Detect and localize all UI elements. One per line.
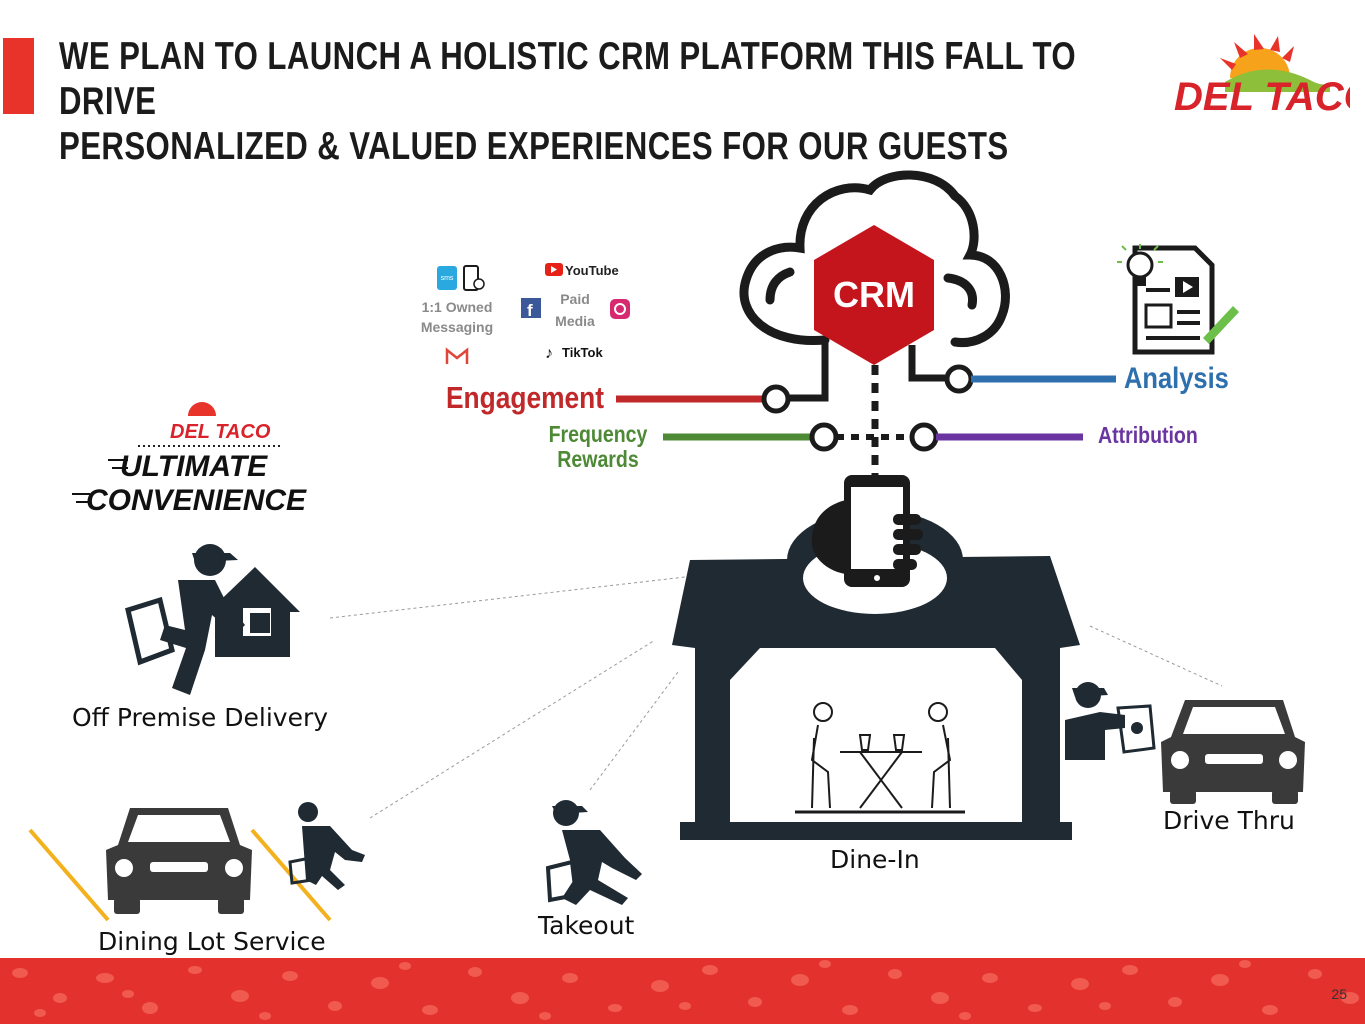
tiktok-icon: ♪ TikTok bbox=[545, 345, 603, 362]
attribution-label: Attribution bbox=[1098, 423, 1198, 449]
paid-media-label-1: Paid bbox=[560, 291, 590, 307]
analysis-label: Analysis bbox=[1124, 361, 1229, 394]
off-premise-delivery-label: Off Premise Delivery bbox=[72, 703, 328, 732]
svg-text:sms: sms bbox=[441, 275, 454, 282]
dining-lot-car-icon bbox=[28, 808, 332, 922]
svg-text:YouTube: YouTube bbox=[565, 263, 619, 278]
page-number: 25 bbox=[1331, 986, 1347, 1002]
drive-thru-label: Drive Thru bbox=[1163, 806, 1295, 835]
attribution-node bbox=[909, 422, 939, 452]
facebook-icon: f bbox=[521, 298, 541, 320]
sun-icon bbox=[1220, 34, 1330, 92]
logo-wordmark: DEL TACO bbox=[1174, 75, 1350, 119]
footer-dots bbox=[12, 960, 1359, 1020]
crm-diagram: CRM Engagement Frequency Rewards Analysi… bbox=[28, 170, 1305, 956]
frequency-label: Frequency bbox=[549, 422, 648, 448]
dine-in-label: Dine-In bbox=[830, 845, 920, 874]
footer-pattern-band bbox=[0, 958, 1365, 1024]
phone-chat-icon bbox=[463, 265, 485, 291]
instagram-icon bbox=[610, 299, 630, 319]
dining-lot-service-label: Dining Lot Service bbox=[98, 927, 326, 956]
engagement-label: Engagement bbox=[446, 381, 604, 415]
slide-title: WE PLAN TO LAUNCH A HOLISTIC CRM PLATFOR… bbox=[59, 34, 1123, 169]
drive-thru-car-icon bbox=[1161, 700, 1305, 804]
title-accent-bar bbox=[3, 38, 34, 114]
hand-phone-icon bbox=[811, 475, 923, 587]
delivery-person-house-icon bbox=[125, 544, 300, 695]
cloud-icon bbox=[739, 170, 1010, 348]
slide-title-line-2: PERSONALIZED & VALUED EXPERIENCES FOR OU… bbox=[59, 125, 1009, 168]
tagline-convenience: CONVENIENCE bbox=[86, 484, 307, 517]
crm-hub-label: CRM bbox=[833, 274, 915, 315]
analysis-node bbox=[944, 364, 974, 394]
svg-text:f: f bbox=[527, 301, 533, 320]
svg-text:TikTok: TikTok bbox=[562, 345, 603, 360]
owned-messaging-label-2: Messaging bbox=[421, 319, 493, 335]
analysis-document-icon bbox=[1132, 245, 1239, 355]
engagement-node bbox=[761, 384, 791, 414]
takeout-label: Takeout bbox=[537, 911, 635, 940]
sms-icon: sms bbox=[437, 266, 457, 290]
svg-text:♪: ♪ bbox=[545, 345, 553, 362]
running-courier-icon bbox=[288, 802, 365, 890]
cloud-connectors bbox=[790, 340, 945, 402]
paid-media-label-2: Media bbox=[555, 313, 595, 329]
ultimate-convenience-logo: DEL TACO ULTIMATE CONVENIENCE bbox=[72, 402, 307, 517]
rewards-label: Rewards bbox=[557, 447, 638, 473]
drive-thru-attendant-icon bbox=[1065, 682, 1156, 760]
youtube-icon: YouTube bbox=[545, 263, 619, 278]
dine-in-table-icon bbox=[795, 702, 965, 814]
crm-hexagon bbox=[814, 225, 934, 365]
owned-messaging-label-1: 1:1 Owned bbox=[422, 299, 493, 315]
frequency-node bbox=[809, 422, 839, 452]
small-logo-wordmark: DEL TACO bbox=[170, 421, 271, 443]
slide-title-line-1: WE PLAN TO LAUNCH A HOLISTIC CRM PLATFOR… bbox=[59, 35, 1077, 123]
lightbulb-icon bbox=[1117, 244, 1163, 286]
del-taco-logo: DEL TACO bbox=[1174, 34, 1350, 119]
tagline-ultimate: ULTIMATE bbox=[120, 450, 268, 483]
small-sun-icon bbox=[188, 402, 216, 416]
takeout-person-icon bbox=[545, 800, 642, 905]
gmail-icon bbox=[445, 347, 469, 364]
